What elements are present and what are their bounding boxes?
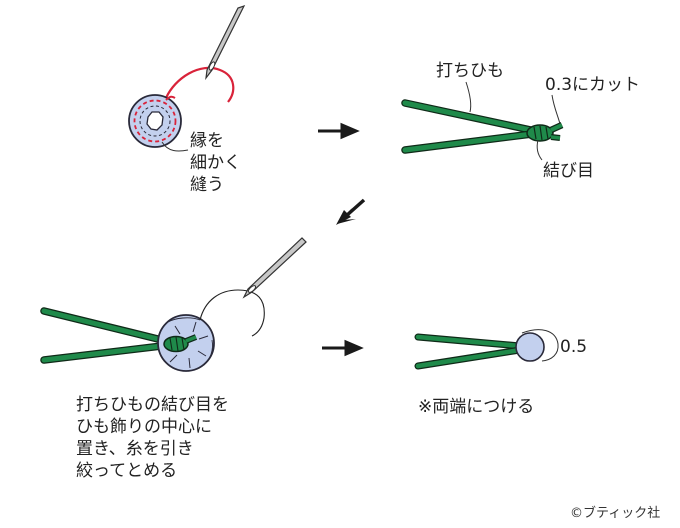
thread [199,289,265,337]
finished-ball [515,332,545,362]
step4-note: ※両端につける [418,397,535,417]
size-bracket [521,329,559,362]
stitch-line [133,99,177,143]
step1-note-line-1: 縁を [190,131,224,151]
knot [526,122,564,142]
step3-instruction-line-1: 打ちひもの結び目を [76,395,229,415]
step2-illustration [401,81,564,161]
arrow-right-icon [322,339,364,357]
cord-label: 打ちひも [436,61,504,81]
credit-text: ©ブティック社 [570,506,661,521]
knot-label: 結び目 [543,161,594,181]
fold-line [139,105,171,137]
step1-note-line-2: 細かく [190,153,241,173]
step3-instruction-line-3: 置き、糸を引き [76,439,194,459]
arrow-right-icon [318,122,360,140]
step3-instruction-line-4: 絞ってとめる [76,461,178,481]
center-hole [146,111,164,131]
knot-leader-line [536,139,543,161]
red-thread [164,66,235,103]
step1-note-line-3: 縫う [190,175,224,195]
needle-icon [205,4,246,81]
needle-icon [242,237,307,299]
step4-illustration [414,329,559,370]
step3-illustration [40,237,307,372]
step1-illustration [128,4,246,152]
size-label: 0.5 [560,337,588,357]
step1-leader-line [161,141,189,152]
cut-label: 0.3にカット [545,75,641,95]
step3-instruction-line-2: ひも飾りの中心に [76,417,212,437]
arrow-down-left-icon [336,198,366,225]
cut-leader-line [551,94,561,125]
cord-leader-line [465,81,472,113]
